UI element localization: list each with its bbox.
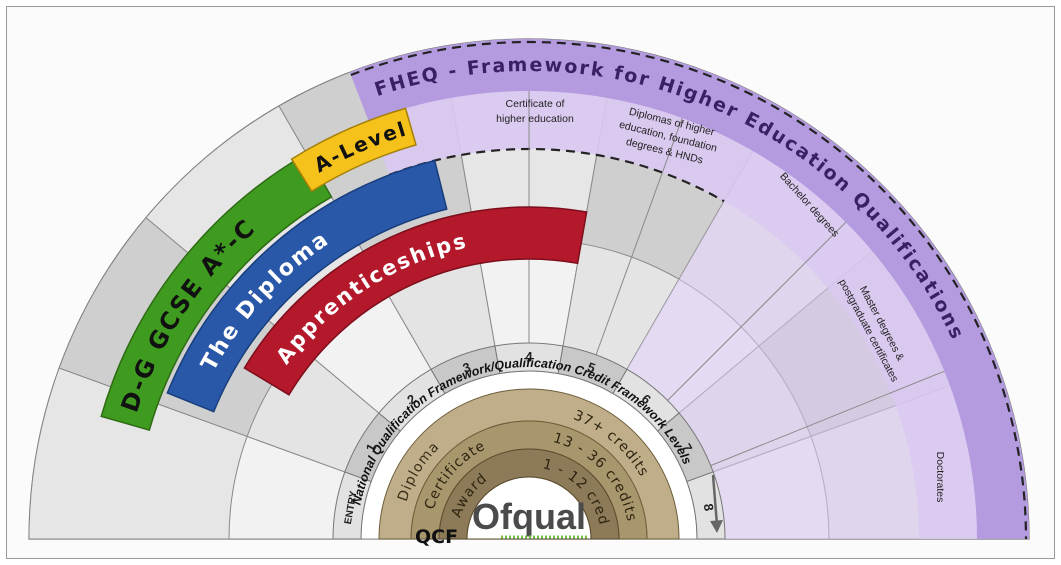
apprenticeships-band [243,206,588,396]
level-label-4: 4 [525,349,533,364]
level-label-3: 3 [461,359,473,376]
qcf-label: QCF [415,526,458,548]
level-label-8: 8 [701,502,717,512]
fheq-title-band [349,38,1029,539]
diploma-band [166,159,448,413]
ofqual-logo: Ofqual [472,496,586,537]
level-label-5: 5 [585,359,597,376]
logo-disc [466,476,592,540]
alevel-band [290,107,417,193]
qualification-bands [100,107,588,432]
levels-arrow [710,474,723,533]
fheq-item-5: Doctorates [934,452,946,503]
